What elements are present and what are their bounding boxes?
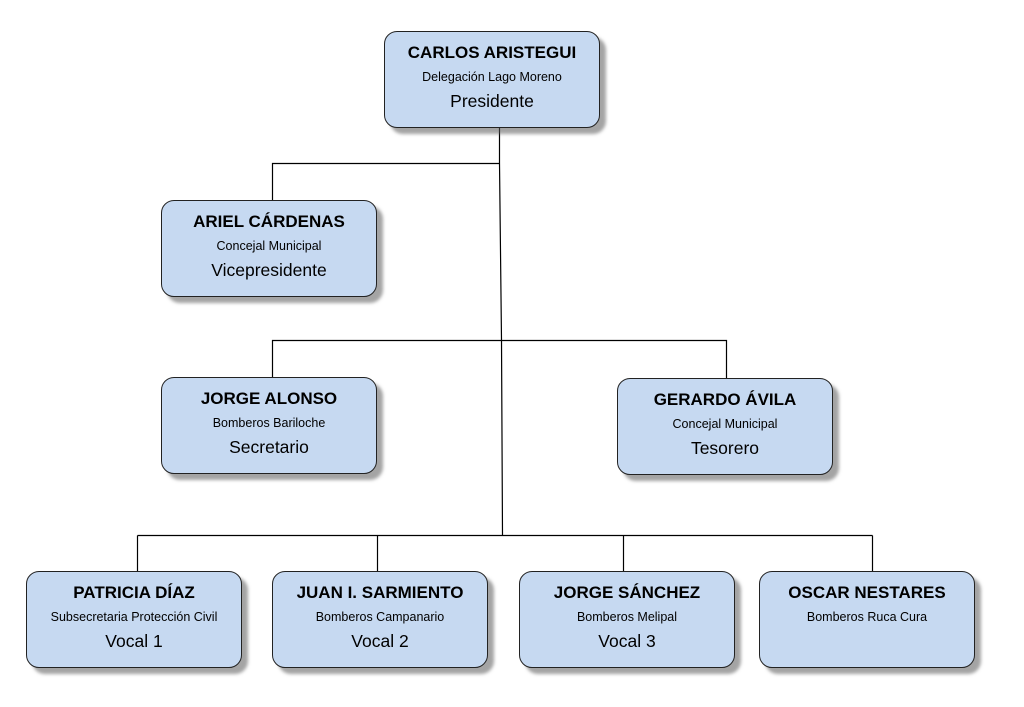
vocal-4-box: OSCAR NESTARES Bomberos Ruca Cura: [759, 571, 975, 668]
vicepresident-role: Vicepresidente: [211, 260, 327, 280]
vocal-2-org: Bomberos Campanario: [315, 610, 445, 624]
vocal-1-name: PATRICIA DÍAZ: [73, 583, 195, 602]
president-org: Delegación Lago Moreno: [422, 70, 562, 84]
vocal-2-role: Vocal 2: [351, 631, 409, 651]
connector-trunk: [498, 128, 504, 536]
secretary-name: JORGE ALONSO: [200, 389, 338, 408]
vocal-2-box: JUAN I. SARMIENTO Bomberos Campanario Vo…: [272, 571, 488, 668]
vocal-3-org: Bomberos Melipal: [576, 610, 678, 624]
connector-vicepresident: [271, 162, 500, 200]
secretary-org: Bomberos Bariloche: [212, 416, 326, 430]
vocal-4-org: Bomberos Ruca Cura: [806, 610, 928, 624]
vocal-3-role: Vocal 3: [598, 631, 656, 651]
vocal-1-org: Subsecretaria Protección Civil: [50, 610, 218, 624]
vocal-2-name: JUAN I. SARMIENTO: [296, 583, 464, 602]
connector-secretary: [271, 339, 502, 377]
vocal-3-box: JORGE SÁNCHEZ Bomberos Melipal Vocal 3: [519, 571, 735, 668]
vocal-4-name: OSCAR NESTARES: [788, 583, 946, 602]
secretary-box: JORGE ALONSO Bomberos Bariloche Secretar…: [161, 377, 377, 474]
treasurer-name: GERARDO ÁVILA: [653, 390, 797, 409]
vocal-3-name: JORGE SÁNCHEZ: [553, 583, 701, 602]
treasurer-org: Concejal Municipal: [672, 417, 778, 431]
treasurer-box: GERARDO ÁVILA Concejal Municipal Tesorer…: [617, 378, 833, 475]
vocal-1-role: Vocal 1: [105, 631, 163, 651]
connector-treasurer: [501, 339, 728, 378]
vicepresident-name: ARIEL CÁRDENAS: [193, 212, 345, 231]
treasurer-role: Tesorero: [690, 438, 760, 458]
vocal-1-box: PATRICIA DÍAZ Subsecretaria Protección C…: [26, 571, 242, 668]
secretary-role: Secretario: [229, 437, 309, 457]
president-box: CARLOS ARISTEGUI Delegación Lago Moreno …: [384, 31, 600, 128]
president-name: CARLOS ARISTEGUI: [407, 43, 577, 62]
vicepresident-box: ARIEL CÁRDENAS Concejal Municipal Vicepr…: [161, 200, 377, 297]
president-role: Presidente: [450, 91, 534, 111]
vicepresident-org: Concejal Municipal: [216, 239, 322, 253]
